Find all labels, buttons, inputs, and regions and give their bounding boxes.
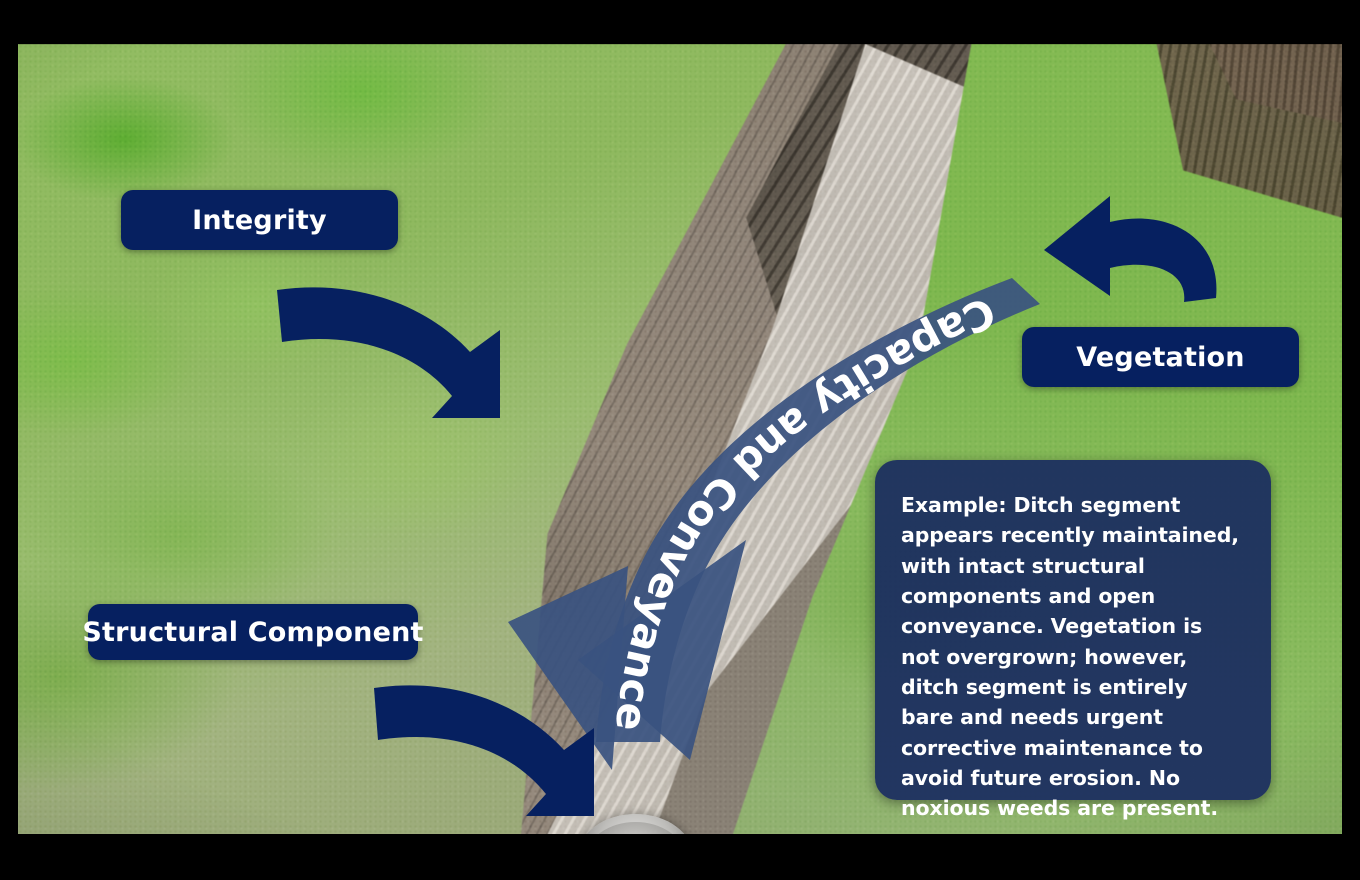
label-vegetation-text: Vegetation xyxy=(1076,341,1245,373)
label-structural-component[interactable]: Structural Component xyxy=(82,604,423,660)
label-integrity-text: Integrity xyxy=(192,204,327,236)
label-vegetation[interactable]: Vegetation xyxy=(1022,327,1299,387)
label-integrity[interactable]: Integrity xyxy=(121,190,398,250)
label-structural-component-text: Structural Component xyxy=(82,616,424,648)
culvert-pipe xyxy=(578,814,693,834)
example-info-panel: Example: Ditch segment appears recently … xyxy=(875,460,1271,820)
example-info-text: Example: Ditch segment appears recently … xyxy=(901,493,1239,821)
